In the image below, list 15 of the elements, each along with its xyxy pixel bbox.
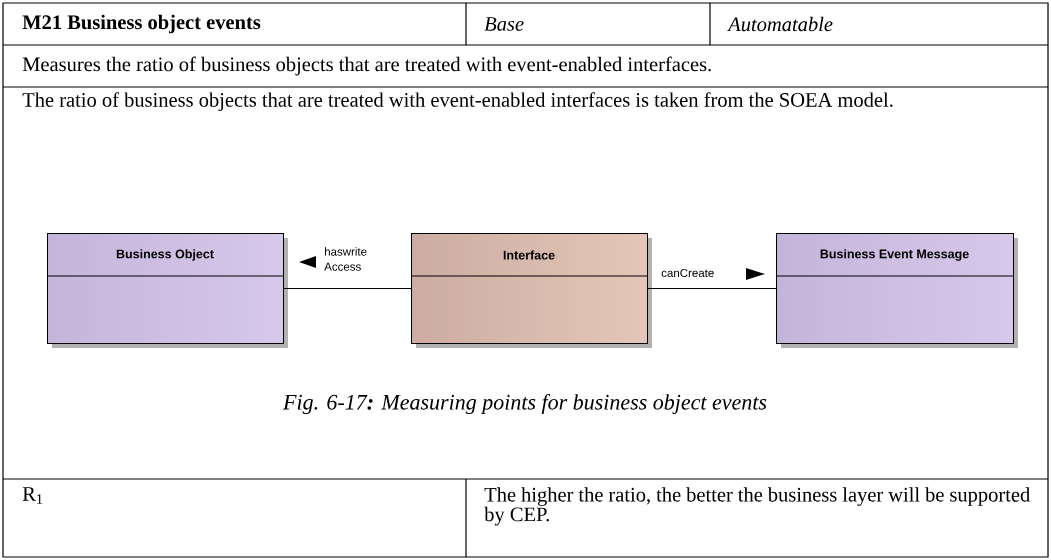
edge-label: haswrite Access [323, 246, 378, 272]
class-box: Business Event Message [775, 233, 1018, 348]
figure-caption: Fig. 6-17: Measuring points for business object events [282, 393, 767, 415]
description-text: The higher the ratio, the better the business layer will be supported by CEP. [484, 487, 1030, 526]
class-box: Interface [410, 233, 652, 348]
description-text: Measures the ratio of business objects that are treated with event-enabled interfaces. [22, 56, 711, 76]
edge-label: canCreate [660, 267, 716, 279]
heading-text: M21 Business object events [22, 14, 261, 34]
class-box: Business Object [46, 233, 288, 348]
connector-line [647, 288, 777, 289]
category-text: Automatable [727, 16, 833, 32]
description-text: The ratio of business objects that are treated with event-enabled interfaces is taken from the SOEA model. [22, 92, 893, 111]
category-text: Base [484, 17, 524, 31]
connector-line [283, 288, 412, 289]
variable-text: R$_{1}$ [22, 487, 43, 504]
